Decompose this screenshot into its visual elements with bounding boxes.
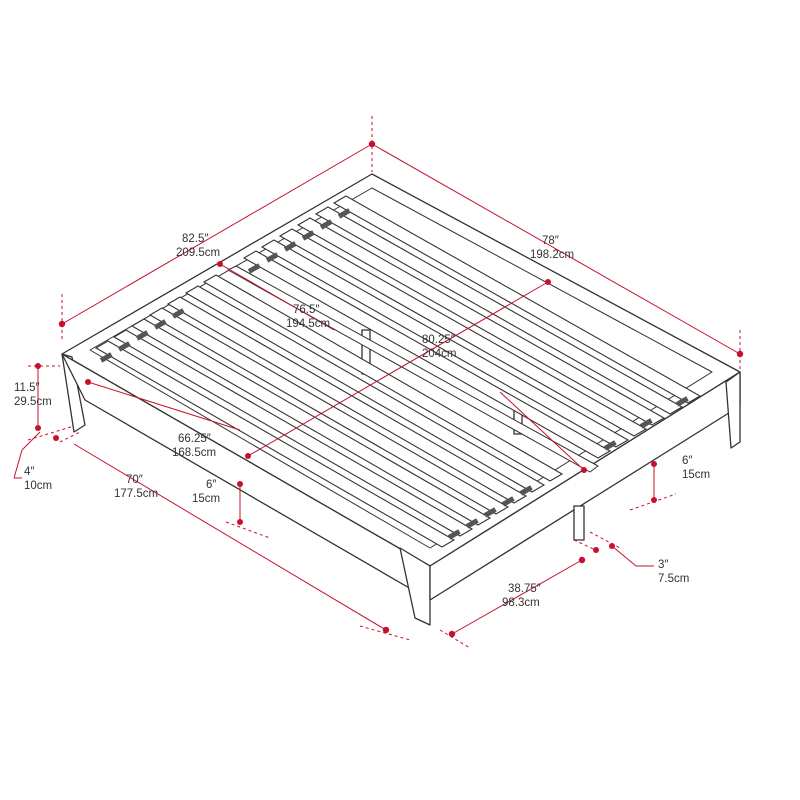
slat-end-caps	[99, 208, 689, 540]
center-leg-width-imperial: 3″	[658, 559, 668, 571]
center-leg-front	[573, 505, 585, 541]
front-corner-leg	[399, 547, 431, 626]
foot-width-metric: 98.3cm	[502, 597, 540, 609]
center-leg-width-metric: 7.5cm	[658, 573, 689, 585]
right-leg	[725, 371, 741, 449]
slat-group-left	[94, 274, 564, 548]
rear-clearance-imperial: 6″	[682, 455, 692, 467]
overall-width-imperial: 78″	[542, 235, 559, 247]
inner-width-imperial: 66.25″	[178, 433, 211, 445]
side-rail-length-imperial: 70″	[126, 474, 143, 486]
diagonal-metric: 204cm	[422, 348, 457, 360]
slat	[112, 329, 474, 537]
bed-frame-drawing	[61, 173, 741, 626]
dimension-labels: 82.5″ 209.5cm 78″ 198.2cm 76.5″ 194.5cm …	[14, 233, 710, 609]
overall-width-metric: 198.2cm	[530, 249, 574, 261]
slat	[148, 307, 510, 515]
inner-length-imperial: 76.5″	[293, 304, 319, 316]
overall-height-imperial: 11.5″	[14, 382, 40, 394]
slat	[242, 250, 612, 459]
slat	[296, 217, 666, 426]
dimension-lines	[13, 116, 744, 649]
overall-length-metric: 209.5cm	[176, 247, 220, 259]
slat	[130, 318, 492, 526]
foot-width-imperial: 38.75″	[508, 583, 541, 595]
center-support-rail	[227, 265, 599, 473]
leg-depth-imperial: 4″	[24, 466, 34, 478]
inner-length-metric: 194.5cm	[286, 318, 330, 330]
front-clearance-imperial: 6″	[206, 479, 216, 491]
inner-width-metric: 168.5cm	[172, 447, 216, 459]
front-clearance-metric: 15cm	[192, 493, 220, 505]
diagonal-imperial: 80.25″	[422, 334, 455, 346]
slat	[94, 340, 456, 548]
slat	[166, 296, 528, 504]
slat	[260, 239, 630, 448]
side-rail-length-metric: 177.5cm	[114, 488, 158, 500]
slat	[278, 228, 648, 437]
overall-height-metric: 29.5cm	[14, 396, 52, 408]
leg-depth-metric: 10cm	[24, 480, 52, 492]
slat	[184, 285, 546, 493]
overall-length-imperial: 82.5″	[182, 233, 208, 245]
left-leg	[61, 353, 86, 433]
rear-clearance-metric: 15cm	[682, 469, 710, 481]
